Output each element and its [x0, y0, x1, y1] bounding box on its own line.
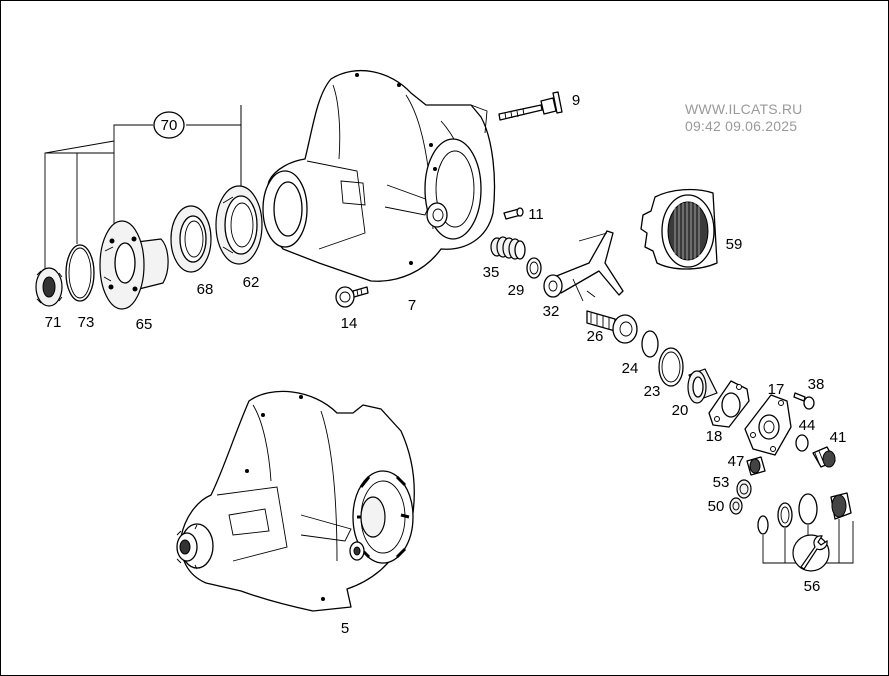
part-29-ring	[526, 257, 542, 279]
part-32-fork	[543, 230, 624, 302]
part-38-screw	[793, 392, 815, 410]
watermark-site: WWW.ILCATS.RU	[685, 101, 803, 117]
part-68-seal	[170, 205, 212, 273]
kit-56-parts	[757, 492, 854, 564]
part-44-washer	[795, 434, 809, 452]
label-17: 17	[768, 381, 785, 398]
part-9-bolt	[498, 91, 563, 121]
label-38: 38	[808, 376, 825, 393]
callout-circle-70	[153, 111, 185, 139]
part-50-washer	[729, 497, 743, 515]
watermark-timestamp: 09:42 09.06.2025	[685, 118, 798, 134]
part-18-gasket	[708, 380, 750, 428]
label-14: 14	[341, 315, 358, 332]
part-11-pin	[503, 207, 524, 220]
label-23: 23	[644, 383, 661, 400]
label-9: 9	[572, 92, 580, 109]
part-7-housing	[262, 70, 496, 282]
label-44: 44	[799, 417, 816, 434]
label-18: 18	[706, 428, 723, 445]
label-62: 62	[243, 274, 260, 291]
label-29: 29	[508, 282, 525, 299]
label-32: 32	[543, 303, 560, 320]
part-number-labels: 70 71 73 65 68 62 14 7 9 11 35 29 32 59 …	[45, 92, 847, 637]
part-62-bearing	[215, 185, 263, 265]
part-23-ring	[658, 347, 684, 387]
part-14-bolt	[335, 286, 369, 308]
label-73: 73	[78, 314, 95, 331]
part-35-spring	[490, 236, 526, 260]
label-59: 59	[726, 236, 743, 253]
part-17-cover	[744, 394, 792, 456]
part-24-ring	[641, 330, 659, 358]
label-7: 7	[408, 297, 416, 314]
part-59-sleeve	[640, 188, 718, 270]
label-71: 71	[45, 314, 62, 331]
label-5: 5	[341, 620, 349, 637]
label-41: 41	[830, 429, 847, 446]
label-35: 35	[483, 264, 500, 281]
label-47: 47	[728, 453, 745, 470]
part-73-oring	[65, 244, 95, 302]
label-26: 26	[587, 328, 604, 345]
part-41-sensor	[812, 446, 836, 468]
label-68: 68	[197, 281, 214, 298]
label-65: 65	[136, 316, 153, 333]
label-11: 11	[528, 206, 544, 223]
part-20-bushing	[687, 368, 718, 404]
part-47-plug	[746, 456, 766, 476]
label-70: 70	[161, 117, 178, 134]
wrench-icon	[792, 534, 830, 572]
label-50: 50	[708, 498, 725, 515]
kit-70-bracket	[44, 105, 242, 269]
label-20: 20	[672, 402, 689, 419]
part-71-nut	[35, 267, 63, 307]
label-53: 53	[713, 474, 730, 491]
part-65-flange	[99, 220, 169, 310]
part-26-shaft	[586, 310, 638, 344]
label-24: 24	[622, 360, 639, 377]
part-53-seal	[736, 479, 752, 499]
label-56: 56	[804, 578, 821, 595]
part-5-assembly	[176, 390, 415, 612]
